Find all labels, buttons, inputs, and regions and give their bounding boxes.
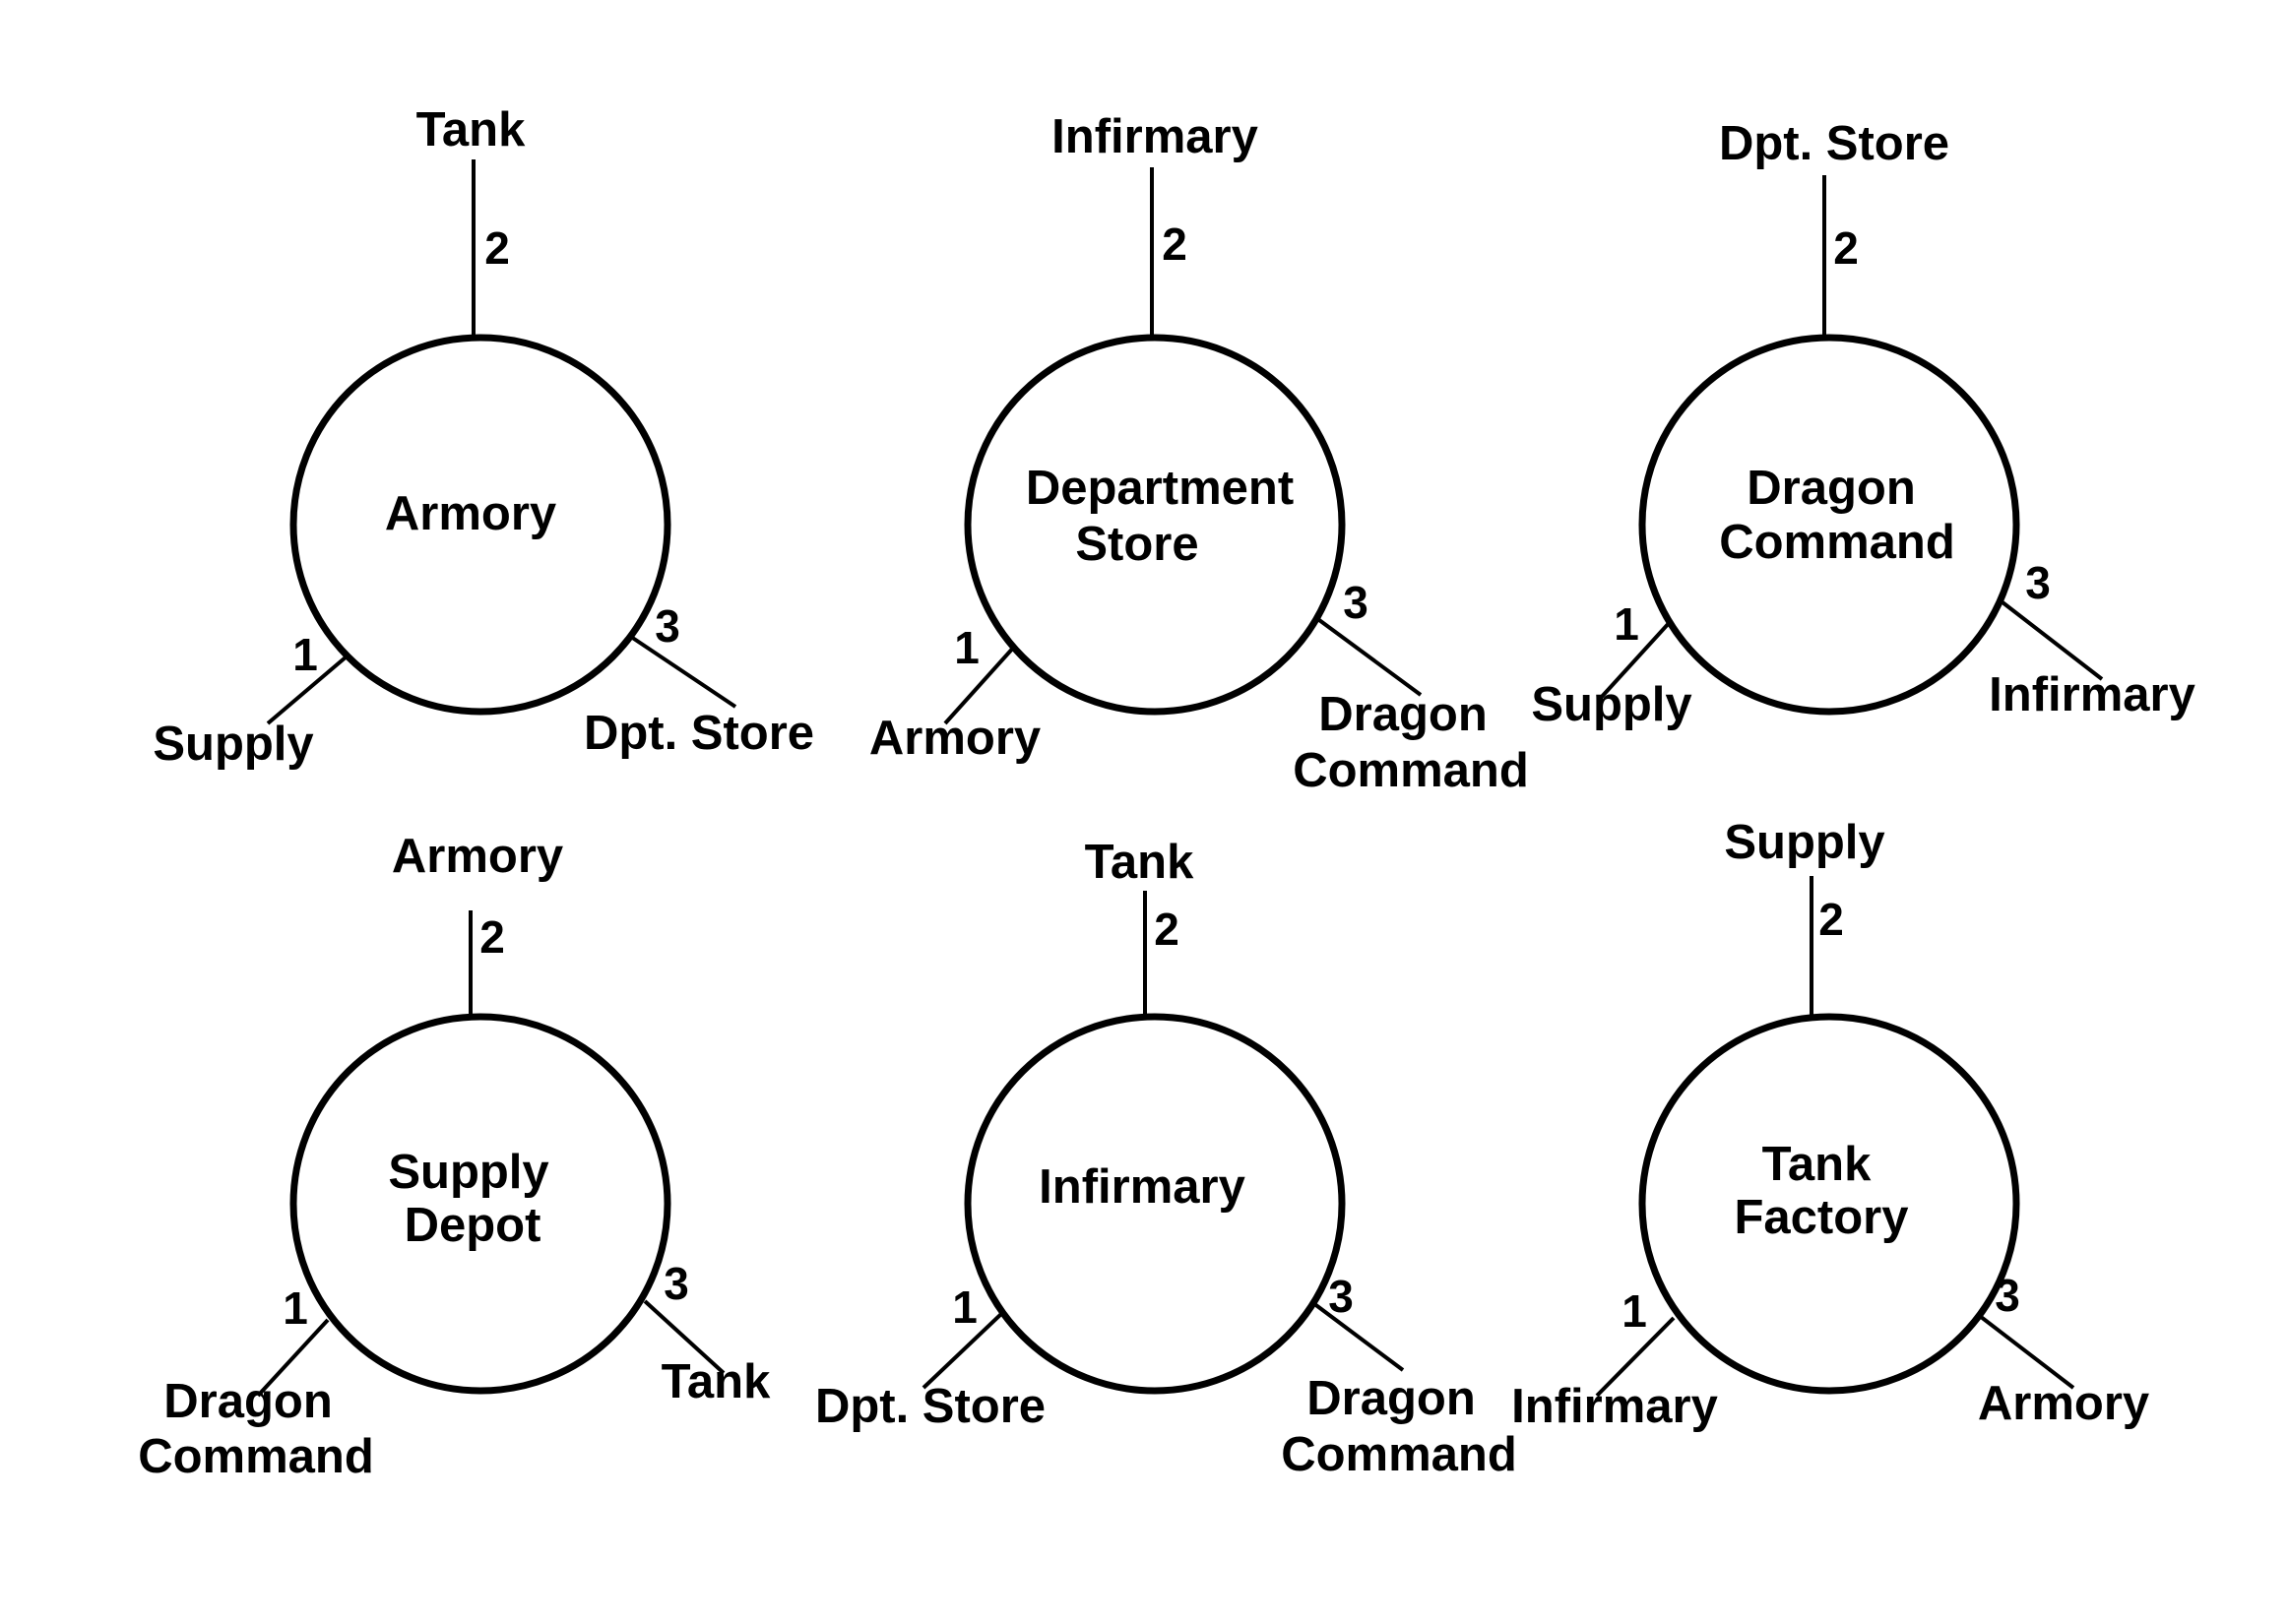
node-supply-depot: Supply Depot Armory 2 1 Dragon Command 3… [138,830,771,1483]
endpoint-label-3: Infirmary [1989,668,2195,721]
node-label: Store [1075,518,1198,571]
endpoint-label-1: Command [138,1430,374,1483]
endpoint-label-3: Armory [1978,1377,2149,1430]
endpoint-label-3: Dragon [1318,688,1488,741]
endpoint-label-1: Supply [1531,678,1691,731]
endpoint-label-1: Infirmary [1511,1380,1718,1433]
node-label: Dragon [1747,462,1916,515]
node-label: Command [1719,516,1955,569]
node-dragon-command: Dragon Command Dpt. Store 2 1 Supply 3 I… [1531,117,2195,731]
endpoint-label-3: Dragon [1306,1372,1476,1425]
endpoint-label-2: Dpt. Store [1719,117,1949,170]
port-number-2: 2 [1818,894,1844,945]
endpoint-label-2: Tank [1085,836,1194,889]
node-label: Factory [1734,1191,1908,1244]
port-number-3: 3 [1995,1270,2020,1321]
node-circle [964,334,1346,716]
port-number-1: 1 [952,1281,978,1333]
spoke-3 [629,635,737,709]
port-number-1: 1 [292,629,318,680]
endpoint-label-2: Infirmary [1051,110,1258,163]
node-label: Tank [1762,1138,1872,1191]
port-number-3: 3 [1328,1271,1354,1322]
spoke-3 [1970,1308,2075,1390]
spoke-3 [1317,618,1423,697]
port-number-3: 3 [655,600,680,652]
port-number-1: 1 [954,622,980,673]
port-number-1: 1 [1614,598,1639,650]
spoke-3 [2001,600,2104,681]
node-label: Depot [405,1199,541,1252]
port-number-1: 1 [1621,1285,1647,1337]
port-number-2: 2 [1833,222,1859,274]
port-number-3: 3 [1343,577,1368,628]
node-armory: Armory Tank 2 1 Supply 3 Dpt. Store [153,103,814,771]
spoke-1 [1595,1316,1676,1398]
spoke-3 [643,1299,726,1375]
spoke-1 [1598,619,1673,701]
node-infirmary: Infirmary Tank 2 1 Dpt. Store 3 Dragon C… [815,836,1517,1481]
endpoint-label-2: Tank [416,103,526,156]
node-label: Department [1026,462,1294,515]
spoke-1 [266,655,349,725]
port-number-1: 1 [283,1282,308,1334]
port-number-2: 2 [484,222,510,274]
port-number-3: 3 [664,1258,689,1309]
endpoint-label-3: Command [1281,1428,1517,1481]
endpoint-label-3: Command [1293,744,1529,797]
endpoint-label-2: Supply [1724,816,1884,869]
port-number-2: 2 [479,911,505,963]
endpoint-label-2: Armory [392,830,563,883]
endpoint-label-1: Supply [153,718,313,771]
node-circle [1638,1013,2020,1395]
node-circle [1638,334,2020,716]
spoke-3 [1303,1295,1405,1372]
node-circle [289,334,671,716]
node-tank-factory: Tank Factory Supply 2 1 Infirmary 3 Armo… [1511,816,2149,1433]
port-number-3: 3 [2025,557,2051,608]
port-number-2: 2 [1162,219,1187,270]
spoke-1 [922,1312,1003,1390]
node-circle [964,1013,1346,1395]
endpoint-label-1: Dragon [163,1375,333,1428]
endpoint-label-1: Dpt. Store [815,1380,1046,1433]
port-number-2: 2 [1154,904,1179,955]
endpoint-label-1: Armory [869,712,1041,765]
node-label: Infirmary [1039,1160,1245,1214]
node-label: Supply [388,1146,548,1199]
node-label: Armory [385,487,556,540]
spoke-1 [943,643,1018,725]
spoke-1 [256,1318,330,1398]
node-circle [289,1013,671,1395]
endpoint-label-3: Dpt. Store [584,707,814,760]
node-department-store: Department Store Infirmary 2 1 Armory 3 … [869,110,1529,797]
endpoint-label-3: Tank [662,1355,771,1408]
